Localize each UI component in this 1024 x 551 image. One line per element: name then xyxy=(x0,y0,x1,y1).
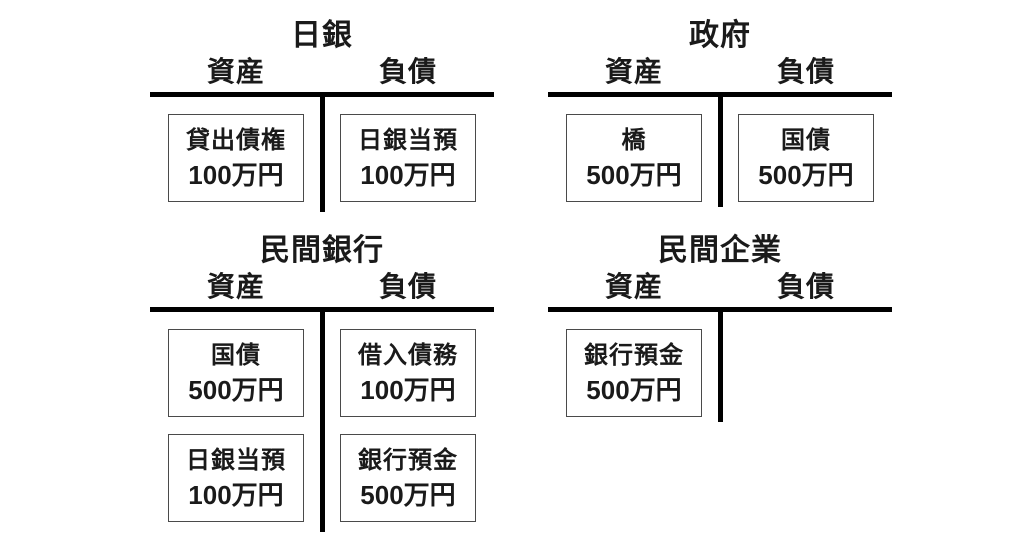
assets-header-label: 資産 xyxy=(206,271,265,302)
entry-amount: 500万円 xyxy=(586,160,682,190)
t-account-table: 国債 500万円 日銀当預 100万円 借入債務 100万円 銀行預金 500万… xyxy=(150,307,494,532)
entry-name: 国債 xyxy=(781,127,831,154)
liabilities-column: 国債 500万円 xyxy=(720,97,892,202)
t-account-private-company: 民間企業 資産 負債 銀行預金 500万円 xyxy=(548,233,892,422)
assets-header-label: 資産 xyxy=(604,271,663,302)
entry-amount: 500万円 xyxy=(188,375,284,405)
liabilities-header-label: 負債 xyxy=(776,56,835,87)
t-account-divider-line xyxy=(319,312,325,532)
liabilities-column: 日銀当預 100万円 xyxy=(322,97,494,202)
entry-box: 銀行預金 500万円 xyxy=(340,434,476,522)
account-title-private-company: 民間企業 xyxy=(658,234,782,267)
entry-box: 借入債務 100万円 xyxy=(340,329,476,417)
entry-box: 日銀当預 100万円 xyxy=(168,434,304,522)
account-title-boj: 日銀 xyxy=(291,19,353,52)
entry-box: 国債 500万円 xyxy=(168,329,304,417)
entry-amount: 500万円 xyxy=(758,160,854,190)
entry-box: 国債 500万円 xyxy=(738,114,874,202)
liabilities-header-label: 負債 xyxy=(378,271,437,302)
account-title-private-bank: 民間銀行 xyxy=(260,234,384,267)
assets-column: 国債 500万円 日銀当預 100万円 xyxy=(150,312,322,522)
t-account-table: 銀行預金 500万円 xyxy=(548,307,892,422)
account-headers: 資産 負債 xyxy=(150,270,494,304)
t-account-table: 貸出債権 100万円 日銀当預 100万円 xyxy=(150,92,494,212)
liabilities-header-label: 負債 xyxy=(776,271,835,302)
entry-amount: 500万円 xyxy=(360,480,456,510)
entry-box: 日銀当預 100万円 xyxy=(340,114,476,202)
entry-amount: 100万円 xyxy=(188,480,284,510)
t-account-private-bank: 民間銀行 資産 負債 国債 500万円 日銀当預 100万円 借入債務 100万 xyxy=(150,233,494,532)
entry-name: 国債 xyxy=(211,342,261,369)
account-headers: 資産 負債 xyxy=(548,55,892,89)
t-account-divider-line xyxy=(717,97,723,207)
assets-column: 銀行預金 500万円 xyxy=(548,312,720,417)
account-title-government: 政府 xyxy=(689,19,751,52)
entry-name: 日銀当預 xyxy=(358,127,458,154)
assets-header-label: 資産 xyxy=(206,56,265,87)
t-account-government: 政府 資産 負債 橋 500万円 国債 500万円 xyxy=(548,18,892,207)
entry-name: 橋 xyxy=(621,127,647,154)
t-account-table: 橋 500万円 国債 500万円 xyxy=(548,92,892,207)
account-headers: 資産 負債 xyxy=(150,55,494,89)
account-headers: 資産 負債 xyxy=(548,270,892,304)
entry-amount: 100万円 xyxy=(360,375,456,405)
entry-box: 貸出債権 100万円 xyxy=(168,114,304,202)
liabilities-header-label: 負債 xyxy=(378,56,437,87)
entry-name: 借入債務 xyxy=(358,342,458,369)
t-account-boj: 日銀 資産 負債 貸出債権 100万円 日銀当預 100万円 xyxy=(150,18,494,212)
entry-amount: 100万円 xyxy=(360,160,456,190)
assets-header-label: 資産 xyxy=(604,56,663,87)
entry-box: 橋 500万円 xyxy=(566,114,702,202)
entry-name: 日銀当預 xyxy=(186,447,286,474)
entry-name: 銀行預金 xyxy=(358,447,458,474)
liabilities-column: 借入債務 100万円 銀行預金 500万円 xyxy=(322,312,494,522)
assets-column: 貸出債権 100万円 xyxy=(150,97,322,202)
entry-name: 銀行預金 xyxy=(584,342,684,369)
assets-column: 橋 500万円 xyxy=(548,97,720,202)
t-account-divider-line xyxy=(319,97,325,212)
entry-amount: 100万円 xyxy=(188,160,284,190)
t-account-divider-line xyxy=(717,312,723,422)
entry-amount: 500万円 xyxy=(586,375,682,405)
entry-box: 銀行預金 500万円 xyxy=(566,329,702,417)
entry-name: 貸出債権 xyxy=(186,127,286,154)
